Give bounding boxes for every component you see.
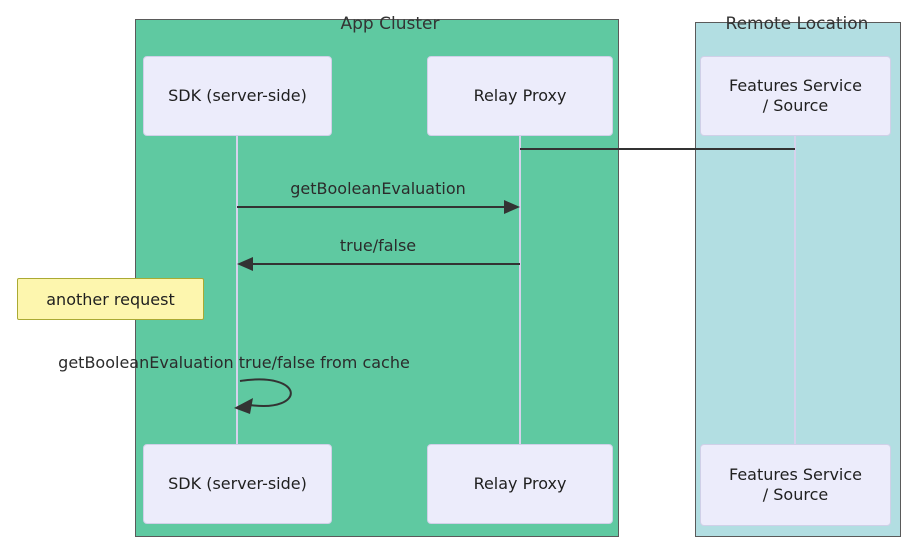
participant-sdk-bottom-label: SDK (server-side) [168, 474, 307, 493]
arrowhead-left-icon [237, 257, 253, 271]
participant-sdk-top: SDK (server-side) [143, 56, 332, 136]
participant-features-service-top-label-line2: / Source [762, 96, 829, 115]
message-label-from-cache: getBooleanEvaluation true/false from cac… [58, 353, 410, 372]
message-label-true-false: true/false [339, 236, 417, 255]
participant-relay-proxy-bottom: Relay Proxy [427, 444, 613, 524]
participant-features-service-bottom-label-line1: Features Service [728, 465, 862, 484]
participant-features-service-bottom: Features Service / Source [700, 444, 891, 526]
message-label-getbooleanevaluation: getBooleanEvaluation [290, 179, 466, 198]
arrowhead-right-icon [504, 200, 520, 214]
participant-features-service-bottom-label-line2: / Source [762, 485, 829, 504]
participant-sdk-bottom: SDK (server-side) [143, 444, 332, 524]
participant-relay-proxy-bottom-label: Relay Proxy [473, 474, 567, 493]
participant-features-service-top-label-line1: Features Service [728, 76, 862, 95]
participant-relay-proxy-top-label: Relay Proxy [473, 86, 567, 105]
remote-location-cluster-title: Remote Location [725, 14, 869, 34]
app-cluster-title: App Cluster [340, 14, 440, 34]
self-loop-arrow-from-cache [239, 378, 292, 408]
arrowhead-self-loop-icon [234, 398, 253, 414]
note-another-request-text: another request [46, 289, 175, 309]
participant-sdk-top-label: SDK (server-side) [168, 86, 307, 105]
note-another-request: another request [17, 278, 204, 320]
participant-relay-proxy-top: Relay Proxy [427, 56, 613, 136]
participant-features-service-top: Features Service / Source [700, 56, 891, 136]
